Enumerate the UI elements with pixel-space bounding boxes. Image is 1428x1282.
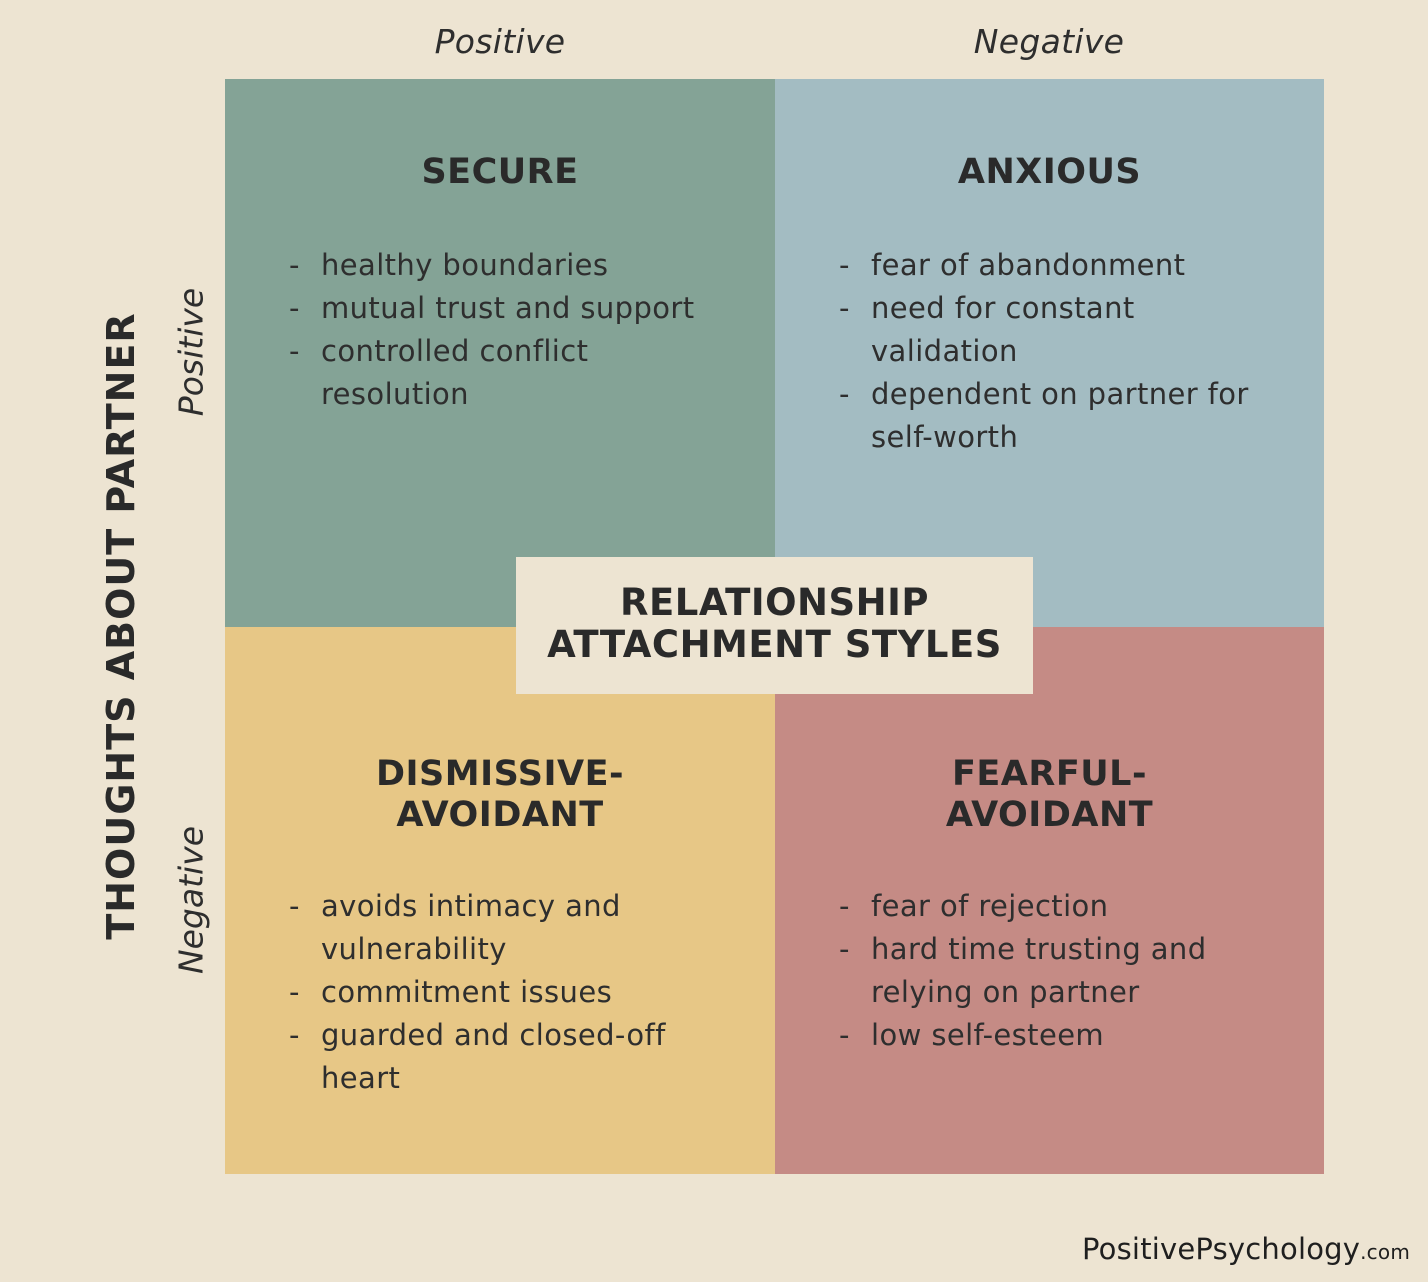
quadrant-title-fearful-avoidant: FEARFUL- AVOIDANT: [775, 754, 1324, 836]
quadrant-dismissive-avoidant: DISMISSIVE- AVOIDANT -avoids intimacy an…: [225, 627, 775, 1174]
list-item-text: controlled conflict resolution: [321, 334, 589, 411]
list-item: -guarded and closed-off heart: [289, 1014, 715, 1100]
brand-logo-text: PositivePsychology.com: [1082, 1232, 1410, 1266]
list-item-text: fear of rejection: [871, 889, 1109, 923]
bullet-dash: -: [289, 889, 300, 923]
list-item: -mutual trust and support: [289, 287, 735, 330]
list-item: -low self-esteem: [839, 1014, 1264, 1057]
quadrant-title-line: AVOIDANT: [945, 795, 1154, 835]
brand-suffix: .com: [1360, 1240, 1410, 1264]
quadrant-title-dismissive-avoidant: DISMISSIVE- AVOIDANT: [225, 754, 775, 836]
list-item: -dependent on partner for self-worth: [839, 373, 1294, 459]
quadrant-secure: SECURE -healthy boundaries -mutual trust…: [225, 79, 775, 627]
attribute-list-anxious: -fear of abandonment -need for constant …: [839, 244, 1294, 459]
list-item-text: mutual trust and support: [321, 291, 695, 325]
list-item-text: need for constant validation: [871, 291, 1135, 368]
list-item: -commitment issues: [289, 971, 715, 1014]
bullet-dash: -: [289, 975, 300, 1009]
list-item: -need for constant validation: [839, 287, 1294, 373]
center-title-line: RELATIONSHIP: [619, 581, 930, 624]
list-item-text: guarded and closed-off heart: [321, 1018, 666, 1095]
list-item: -fear of abandonment: [839, 244, 1294, 287]
bullet-dash: -: [839, 932, 850, 966]
quadrant-title-anxious: ANXIOUS: [775, 152, 1324, 193]
quadrant-fearful-avoidant: FEARFUL- AVOIDANT -fear of rejection -ha…: [775, 627, 1324, 1174]
quadrant-title-line: SECURE: [421, 152, 579, 192]
bullet-dash: -: [839, 889, 850, 923]
row-label-negative: Negative: [171, 825, 211, 975]
quadrant-anxious: ANXIOUS -fear of abandonment -need for c…: [775, 79, 1324, 627]
list-item: -controlled conflict resolution: [289, 330, 735, 416]
quadrant-title-line: DISMISSIVE-: [375, 754, 625, 794]
brand-name: PositivePsychology: [1082, 1232, 1361, 1266]
bullet-dash: -: [289, 334, 300, 368]
row-axis-title: THOUGHTS ABOUT PARTNER: [99, 312, 143, 940]
list-item-text: fear of abandonment: [871, 248, 1186, 282]
list-item-text: dependent on partner for self-worth: [871, 377, 1249, 454]
bullet-dash: -: [839, 377, 850, 411]
list-item: -healthy boundaries: [289, 244, 735, 287]
bullet-dash: -: [839, 291, 850, 325]
attribute-list-fearful-avoidant: -fear of rejection -hard time trusting a…: [839, 885, 1264, 1057]
list-item-text: hard time trusting and relying on partne…: [871, 932, 1207, 1009]
bullet-dash: -: [289, 1018, 300, 1052]
attribute-list-dismissive-avoidant: -avoids intimacy and vulnerability -comm…: [289, 885, 715, 1100]
list-item-text: commitment issues: [321, 975, 613, 1009]
bullet-dash: -: [289, 248, 300, 282]
quadrant-title-line: ANXIOUS: [957, 152, 1142, 192]
list-item-text: low self-esteem: [871, 1018, 1105, 1052]
attribute-list-secure: -healthy boundaries -mutual trust and su…: [289, 244, 735, 416]
center-title-box: RELATIONSHIP ATTACHMENT STYLES: [516, 557, 1033, 694]
quadrant-title-line: FEARFUL-: [951, 754, 1147, 794]
bullet-dash: -: [839, 248, 850, 282]
quadrant-title-secure: SECURE: [225, 152, 775, 193]
list-item: -avoids intimacy and vulnerability: [289, 885, 715, 971]
list-item-text: avoids intimacy and vulnerability: [321, 889, 621, 966]
row-label-positive: Positive: [171, 287, 211, 417]
bullet-dash: -: [839, 1018, 850, 1052]
column-label-negative: Negative: [973, 22, 1125, 61]
quadrant-title-line: AVOIDANT: [396, 795, 604, 835]
list-item: -fear of rejection: [839, 885, 1264, 928]
list-item-text: healthy boundaries: [321, 248, 609, 282]
column-label-positive: Positive: [434, 22, 566, 61]
bullet-dash: -: [289, 291, 300, 325]
list-item: -hard time trusting and relying on partn…: [839, 928, 1264, 1014]
center-title-line: ATTACHMENT STYLES: [547, 623, 1002, 666]
